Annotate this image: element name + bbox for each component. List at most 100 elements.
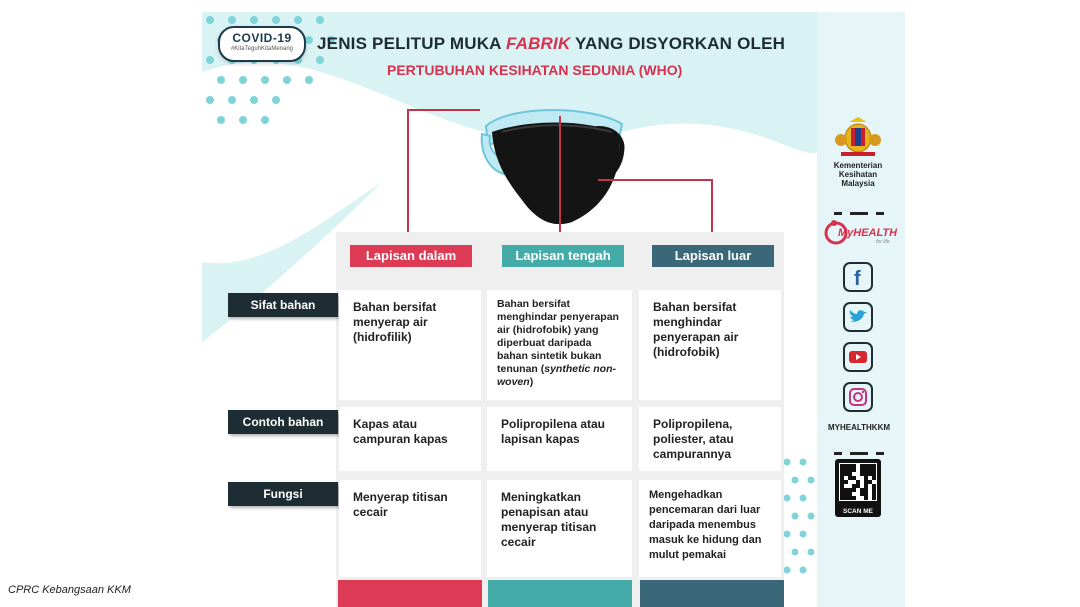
qr-module (844, 492, 848, 496)
facebook-icon[interactable]: f (843, 262, 873, 292)
scan-me-label: SCAN ME (843, 508, 873, 515)
decor-dot (316, 56, 324, 64)
cell-text: ) (529, 376, 534, 388)
column-header-inner: Lapisan dalam (350, 245, 472, 267)
cell-example-inner: Kapas atau campuran kapas (339, 407, 481, 471)
twitter-icon[interactable] (843, 302, 873, 332)
decor-dot (272, 96, 280, 104)
myhealth-text: MyHEALTH (838, 227, 898, 239)
decor-dot (791, 548, 799, 556)
cell-function-middle: Meningkatkan penapisan atau menyerap tit… (487, 480, 632, 577)
qr-module (872, 468, 876, 472)
qr-module (864, 472, 868, 476)
column-label: Lapisan tengah (515, 248, 611, 263)
qr-module (868, 480, 872, 484)
cell-material-middle: Bahan bersifat menghindar penyerapan air… (487, 290, 632, 400)
cell-example-outer: Polipropilena, poliester, atau campurann… (639, 407, 781, 471)
covid-badge: COVID-19 #KitaTeguhKitaMenang (218, 26, 306, 62)
qr-module (860, 468, 864, 472)
qr-module (844, 480, 848, 484)
decor-dot (217, 116, 225, 124)
decor-dot (206, 16, 214, 24)
qr-module (864, 484, 868, 488)
decor-dot (807, 512, 815, 520)
qr-module (864, 464, 868, 468)
decor-dot (783, 494, 791, 502)
decor-dot (228, 96, 236, 104)
qr-module (852, 464, 856, 468)
qr-module (860, 464, 864, 468)
cell-text: Bahan bersifat menghindar penyerapan air… (497, 298, 619, 375)
qr-module (848, 468, 852, 472)
title-part-2: YANG DISYORKAN OLEH (570, 34, 786, 53)
qr-pattern (839, 463, 877, 501)
column-label: Lapisan dalam (365, 248, 457, 263)
footer-bar-inner (338, 580, 482, 607)
qr-module (872, 472, 876, 476)
decor-dot (206, 96, 214, 104)
qr-module (840, 464, 844, 468)
qr-module (872, 488, 876, 492)
decor-dot (239, 116, 247, 124)
cell-material-inner: Bahan bersifat menyerap air (hidrofilik) (339, 290, 481, 400)
decor-dot (327, 36, 335, 44)
ministry-name: Kementerian Kesihatan Malaysia (833, 161, 883, 188)
row-label-function: Fungsi (228, 482, 338, 506)
row-label-example: Contoh bahan (228, 410, 338, 434)
qr-module (860, 492, 864, 496)
qr-module (864, 468, 868, 472)
youtube-icon[interactable] (843, 342, 873, 372)
qr-module (844, 496, 848, 500)
qr-module (840, 472, 844, 476)
decor-dot (807, 476, 815, 484)
cell-text-italic: synthetic non-woven (497, 363, 617, 388)
qr-module (840, 476, 844, 480)
qr-module (868, 472, 872, 476)
decor-dot (206, 56, 214, 64)
qr-module (860, 472, 864, 476)
infographic-poster: COVID-19 #KitaTeguhKitaMenang JENIS PELI… (202, 12, 905, 607)
qr-module (852, 476, 856, 480)
qr-module (864, 480, 868, 484)
kkm-crest-icon (835, 117, 881, 156)
qr-module (856, 484, 860, 488)
column-label: Lapisan luar (674, 248, 752, 263)
decor-dot (783, 566, 791, 574)
qr-module (864, 488, 868, 492)
qr-module (848, 476, 852, 480)
decor-dot (799, 494, 807, 502)
decor-dot (250, 16, 258, 24)
decor-dot (294, 16, 302, 24)
decor-dot (283, 76, 291, 84)
qr-module (868, 464, 872, 468)
badge-title: COVID-19 (232, 31, 292, 45)
image-credit: CPRC Kebangsaan KKM (8, 584, 131, 596)
qr-module (864, 492, 868, 496)
poster-title: JENIS PELITUP MUKA FABRIK YANG DISYORKAN… (317, 34, 785, 54)
decor-dot (261, 76, 269, 84)
myhealth-tagline: for life (876, 239, 890, 245)
myhealth-logo: MyHEALTH for life (824, 217, 898, 258)
qr-module (848, 492, 852, 496)
qr-module (868, 468, 872, 472)
divider (834, 202, 884, 215)
decor-dot (316, 16, 324, 24)
qr-module (840, 468, 844, 472)
cell-material-outer: Bahan bersifat menghindar penyerapan air… (639, 290, 781, 400)
footer-bar-outer (640, 580, 784, 607)
qr-module (852, 484, 856, 488)
footer-bar-middle (488, 580, 632, 607)
decor-dot (217, 76, 225, 84)
decor-dot (799, 458, 807, 466)
qr-module (844, 468, 848, 472)
qr-code[interactable]: SCAN ME (835, 459, 881, 517)
fabric-mask-illustration (480, 109, 625, 225)
qr-module (860, 488, 864, 492)
qr-module (848, 496, 852, 500)
qr-module (848, 488, 852, 492)
qr-module (840, 496, 844, 500)
decor-dot (799, 566, 807, 574)
instagram-icon[interactable] (843, 382, 873, 412)
poster-subtitle: PERTUBUHAN KESIHATAN SEDUNIA (WHO) (387, 62, 683, 78)
cell-example-middle: Polipropilena atau lapisan kapas (487, 407, 632, 471)
